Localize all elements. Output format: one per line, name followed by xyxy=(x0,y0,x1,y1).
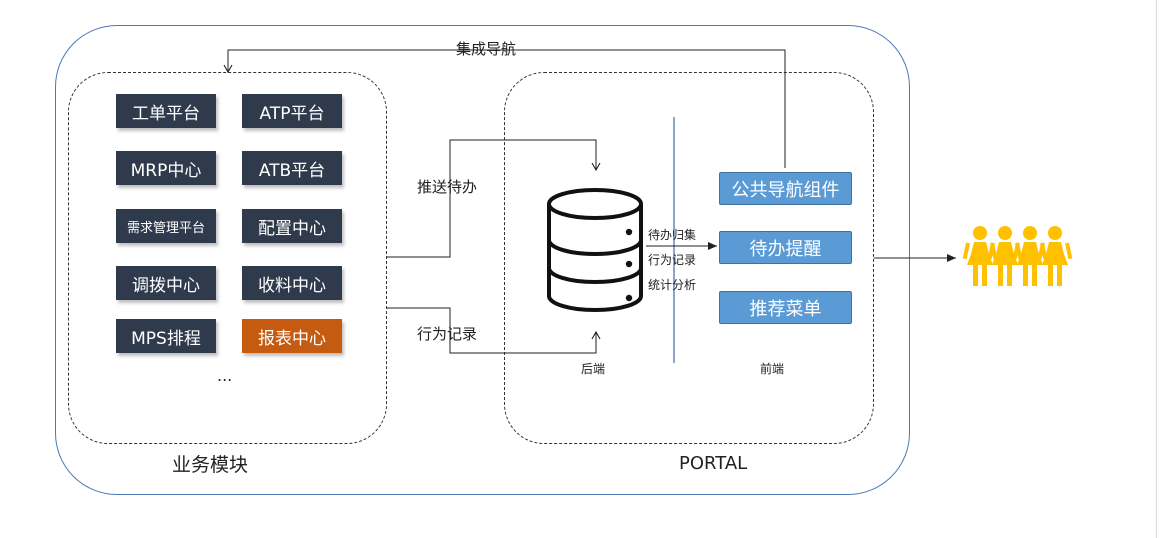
db-dot-1 xyxy=(625,228,633,236)
behavior-record-arrow xyxy=(387,307,601,354)
behavior-record-label: 行为记录 xyxy=(417,325,478,343)
module-mrp-center: MRP中心 xyxy=(116,151,216,185)
module-demand-management: 需求管理平台 xyxy=(116,209,216,243)
business-modules-caption: 业务模块 xyxy=(172,454,249,476)
component-todo-reminder: 待办提醒 xyxy=(719,231,852,264)
module-report-center: 报表中心 xyxy=(242,319,342,353)
push-todo-arrow xyxy=(387,139,601,258)
db-label-behavior-record: 行为记录 xyxy=(648,253,697,267)
integration-navigation-arrow xyxy=(223,49,786,168)
module-atp-platform: ATP平台 xyxy=(242,94,342,128)
module-atb-platform: ATB平台 xyxy=(242,151,342,185)
portal-group xyxy=(504,72,874,444)
db-label-statistics: 统计分析 xyxy=(648,278,697,292)
backend-label: 后端 xyxy=(581,362,606,376)
integration-navigation-label: 集成导航 xyxy=(456,40,517,58)
portal-caption: PORTAL xyxy=(679,453,748,474)
component-common-navigation: 公共导航组件 xyxy=(719,172,852,205)
db-label-todo-aggregation: 待办归集 xyxy=(648,228,697,242)
system-outer-boundary xyxy=(55,25,910,495)
module-ticket-platform: 工单平台 xyxy=(116,94,216,128)
module-receiving-center: 收料中心 xyxy=(242,266,342,300)
push-todo-label: 推送待办 xyxy=(417,178,478,196)
db-dot-2 xyxy=(625,260,633,268)
module-mps-scheduling: MPS排程 xyxy=(116,319,216,353)
db-dot-3 xyxy=(625,294,633,302)
database-icon xyxy=(547,188,643,312)
component-recommended-menu: 推荐菜单 xyxy=(719,291,852,324)
more-modules-ellipsis: ... xyxy=(217,366,233,385)
users-icon xyxy=(962,226,1073,286)
page-edge-divider xyxy=(1156,0,1157,538)
module-config-center: 配置中心 xyxy=(242,209,342,243)
module-transfer-center: 调拨中心 xyxy=(116,266,216,300)
frontend-label: 前端 xyxy=(760,362,785,376)
